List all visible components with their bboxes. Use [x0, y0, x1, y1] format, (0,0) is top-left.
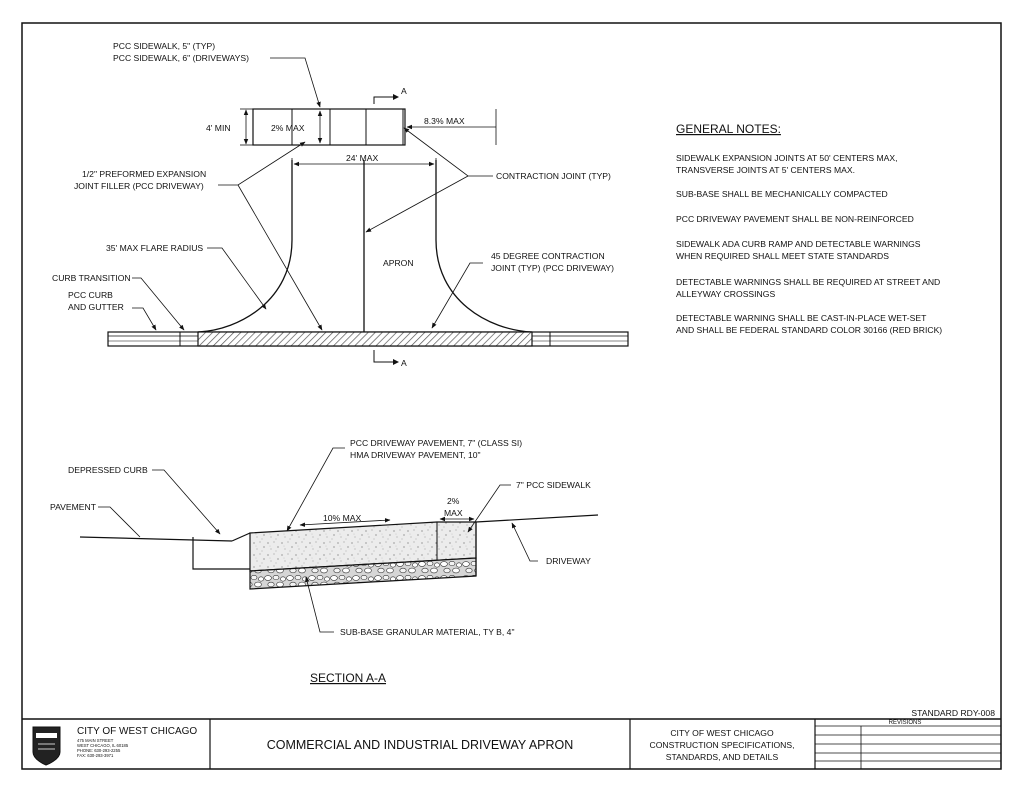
dim-4-min: 4' MIN [206, 123, 231, 133]
plan-view: PCC SIDEWALK, 5" (TYP) PCC SIDEWALK, 6" … [52, 41, 629, 368]
slope-8-3-max: 8.3% MAX [424, 116, 465, 126]
spec-line-2: CONSTRUCTION SPECIFICATIONS, [650, 740, 795, 750]
dim-24-max: 24' MAX [346, 153, 378, 163]
note-6-line-1: DETECTABLE WARNING SHALL BE CAST-IN-PLAC… [676, 313, 927, 323]
depressed-curb-label: DEPRESSED CURB [68, 465, 148, 475]
flare-radius-label: 35' MAX FLARE RADIUS [106, 243, 203, 253]
curb-gutter-1: PCC CURB [68, 290, 113, 300]
apron-label: APRON [383, 258, 414, 268]
org-name: CITY OF WEST CHICAGO [77, 726, 197, 737]
org-address-line-4: FAX: 630-293-3971 [77, 753, 114, 758]
section-title: SECTION A-A [310, 671, 386, 685]
city-seal-icon [32, 726, 61, 766]
note-4-line-2: WHEN REQUIRED SHALL MEET STATE STANDARDS [676, 251, 889, 261]
revisions-label: REVISIONS [889, 720, 922, 726]
slope-10-max: 10% MAX [323, 513, 361, 523]
sidewalk-strip [252, 108, 406, 146]
drawing-title: COMMERCIAL AND INDUSTRIAL DRIVEWAY APRON [267, 738, 574, 752]
sheet-border [21, 22, 1002, 770]
curb-transition-label: CURB TRANSITION [52, 273, 131, 283]
depressed-curb-hatch [197, 331, 533, 347]
section-pavement-label-2: HMA DRIVEWAY PAVEMENT, 10" [350, 450, 481, 460]
org-address-line-2: WEST CHICAGO, IL 60185 [77, 743, 129, 748]
note-5-line-2: ALLEYWAY CROSSINGS [676, 289, 775, 299]
curb-gutter-2: AND GUTTER [68, 302, 124, 312]
degree-joint-2: JOINT (TYP) (PCC DRIVEWAY) [491, 263, 614, 273]
sidewalk-7-label: 7" PCC SIDEWALK [516, 480, 591, 490]
general-notes-heading: GENERAL NOTES: [676, 122, 781, 136]
pavement-label: PAVEMENT [50, 502, 97, 512]
title-block: STANDARD RDY-008 CITY OF WEST CHICAGO 47… [22, 708, 1001, 769]
note-3: PCC DRIVEWAY PAVEMENT SHALL BE NON-REINF… [676, 214, 914, 224]
note-4-line-1: SIDEWALK ADA CURB RAMP AND DETECTABLE WA… [676, 239, 921, 249]
spec-line-3: STANDARDS, AND DETAILS [666, 752, 779, 762]
subbase-label: SUB-BASE GRANULAR MATERIAL, TY B, 4" [340, 627, 515, 637]
expansion-filler-1: 1/2" PREFORMED EXPANSION [82, 169, 206, 179]
note-2: SUB-BASE SHALL BE MECHANICALLY COMPACTED [676, 189, 888, 199]
note-1-line-1: SIDEWALK EXPANSION JOINTS AT 50' CENTERS… [676, 153, 897, 163]
section-marker-bottom-label: A [401, 358, 407, 368]
sidewalk-label-1: PCC SIDEWALK, 5" (TYP) [113, 41, 215, 51]
section-view: PCC DRIVEWAY PAVEMENT, 7" (CLASS SI) HMA… [50, 438, 599, 685]
note-6-line-2: AND SHALL BE FEDERAL STANDARD COLOR 3016… [676, 325, 942, 335]
slope-2-max: 2% MAX [271, 123, 305, 133]
sidewalk-label-2: PCC SIDEWALK, 6" (DRIVEWAYS) [113, 53, 249, 63]
contraction-joint-label: CONTRACTION JOINT (TYP) [496, 171, 611, 181]
spec-line-1: CITY OF WEST CHICAGO [670, 728, 774, 738]
general-notes: GENERAL NOTES: SIDEWALK EXPANSION JOINTS… [676, 122, 942, 335]
note-5-line-1: DETECTABLE WARNINGS SHALL BE REQUIRED AT… [676, 277, 940, 287]
note-1-line-2: TRANSVERSE JOINTS AT 5' CENTERS MAX. [676, 165, 855, 175]
slope-max: MAX [444, 508, 463, 518]
org-address-line-1: 475 MAIN STREET [77, 738, 114, 743]
degree-joint-1: 45 DEGREE CONTRACTION [491, 251, 605, 261]
org-address-line-3: PHONE: 630-293-2255 [77, 748, 121, 753]
slope-2: 2% [447, 496, 460, 506]
expansion-filler-2: JOINT FILLER (PCC DRIVEWAY) [74, 181, 204, 191]
driveway-label: DRIVEWAY [546, 556, 591, 566]
section-pavement-label-1: PCC DRIVEWAY PAVEMENT, 7" (CLASS SI) [350, 438, 522, 448]
section-marker-top-label: A [401, 86, 407, 96]
standard-number: STANDARD RDY-008 [911, 708, 995, 718]
